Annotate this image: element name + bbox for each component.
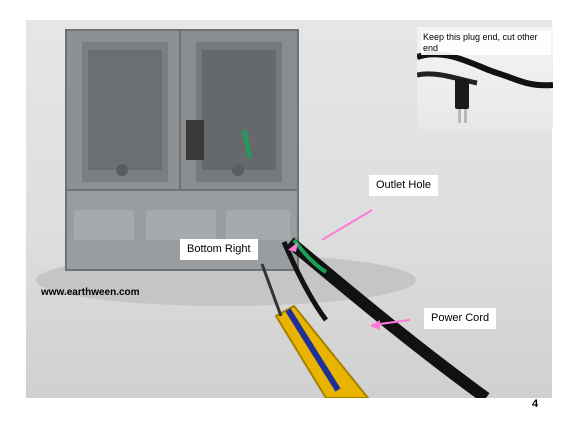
outlet-hole-label: Outlet Hole [369, 175, 439, 196]
arrow-outlet-hole [321, 209, 373, 241]
arrow-head-cord [370, 320, 380, 330]
inset-note: Keep this plug end, cut other end [421, 31, 551, 55]
page-number: 4 [532, 398, 539, 410]
arrow-head-outlet [288, 242, 298, 252]
wire-black [281, 241, 329, 322]
screwdriver-icon [260, 263, 370, 398]
plug-inset: Keep this plug end, cut other end [417, 27, 553, 129]
two-prong-plug-icon [417, 51, 553, 123]
bottom-right-label: Bottom Right [180, 239, 258, 260]
electrical-box-photo [36, 29, 490, 398]
power-cord-label: Power Cord [424, 308, 497, 329]
double-gang-box-icon [65, 29, 299, 271]
watermark: www.earthween.com [41, 287, 140, 298]
